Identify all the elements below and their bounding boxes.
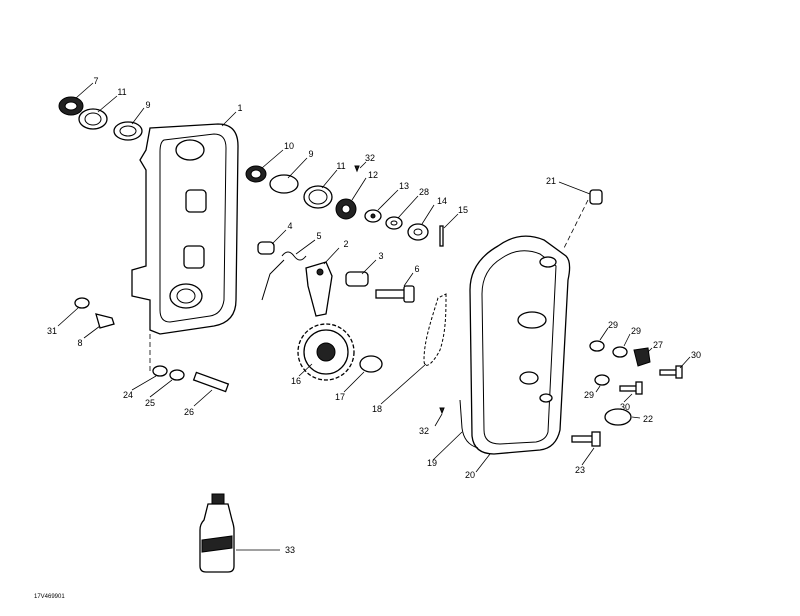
callout: 16 [291,376,301,386]
washer-25 [169,369,185,381]
washer-13 [364,209,382,223]
washer-29-b [612,346,628,358]
callout: 17 [335,392,345,402]
leader-lines [57,82,691,551]
callout: 10 [284,141,294,151]
bolt-26 [192,371,230,393]
callout: 19 [427,458,437,468]
callout: 30 [691,350,701,360]
washer-29-c [594,374,610,386]
callout: 12 [368,170,378,180]
screw-30-a [659,365,683,379]
bracket-27 [633,347,651,367]
spacer-3 [345,271,369,287]
washer-29-a [589,340,605,352]
callout: 15 [458,205,468,215]
callout: 30 [620,402,630,412]
bushing-4 [257,241,275,255]
callout: 28 [419,187,429,197]
callout: 1 [237,103,242,113]
callout: 32 [365,153,375,163]
plug-22 [604,408,632,426]
callout: 31 [47,326,57,336]
callout: 9 [145,100,150,110]
chaincase-housing [131,123,239,372]
callout: 22 [643,414,653,424]
callout: 23 [575,465,585,475]
bearing-11-left [78,108,108,130]
callout: 11 [117,87,126,97]
callout: 20 [465,470,475,480]
gasket-19 [459,399,479,449]
drawing-code: 17V469901 [34,594,65,600]
callout: 27 [653,340,663,350]
callout: 14 [437,196,447,206]
clip-8 [95,313,115,329]
chain-18 [423,293,447,366]
tensioner-arm-2 [305,261,333,317]
callout: 33 [285,545,295,555]
callout: 29 [584,390,594,400]
callout: 5 [316,231,321,241]
washer-24 [152,365,168,377]
callout: 3 [378,251,383,261]
callout: 24 [123,390,133,400]
oil-bottle-33 [199,493,235,573]
washer-28 [385,216,403,230]
screw-30-b [619,381,643,395]
sprocket-12 [335,198,357,220]
callout: 21 [546,176,556,186]
chaincase-cover [469,199,589,455]
callout: 2 [343,239,348,249]
pin-15 [439,225,444,247]
nut-14 [407,223,429,241]
bolt-23 [571,431,601,447]
callout: 29 [631,326,641,336]
callout-labels: 7 11 9 1 10 9 11 32 12 13 28 14 15 21 4 … [47,76,701,555]
ring-9-right [269,174,299,194]
callout: 32 [419,426,429,436]
ring-17 [359,355,383,373]
seal-7 [58,96,84,116]
grommet-21 [589,189,603,205]
bearing-11-right [303,185,333,209]
callout: 18 [372,404,382,414]
sprocket-16 [297,323,355,381]
callout: 26 [184,407,194,417]
callout: 9 [308,149,313,159]
nut-32-upper [354,165,360,173]
ring-9-left [113,121,143,141]
washer-31 [74,297,90,309]
seal-10 [245,165,267,183]
nut-32-lower [439,407,445,415]
callout: 8 [77,338,82,348]
callout: 13 [399,181,409,191]
callout: 4 [287,221,292,231]
bolt-6 [375,285,415,303]
callout: 6 [414,264,419,274]
spring-5 [261,251,307,301]
callout: 29 [608,320,618,330]
callout: 7 [93,76,98,86]
callout: 11 [336,161,345,171]
callout: 25 [145,398,155,408]
